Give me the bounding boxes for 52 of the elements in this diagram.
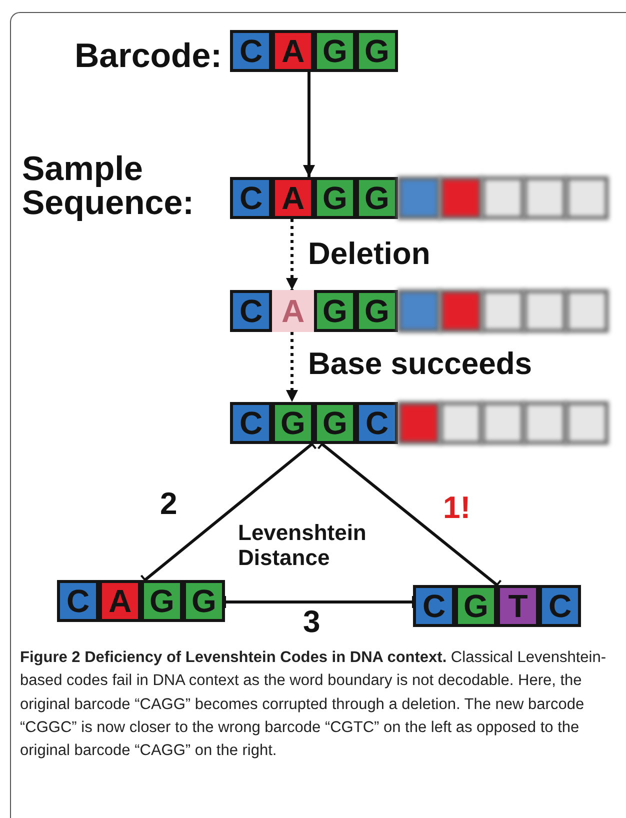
blurred-tile xyxy=(440,290,482,332)
base-tile: A xyxy=(272,30,314,72)
blurred-tile xyxy=(482,402,524,444)
base-tile: G xyxy=(272,402,314,444)
edge-label: Base succeeds xyxy=(308,348,532,379)
dotted-arrow xyxy=(286,219,298,290)
base-tile: G xyxy=(314,290,356,332)
base-tile: G xyxy=(314,30,356,72)
edge-label: 3 xyxy=(303,606,320,637)
blurred-tile xyxy=(398,177,440,219)
base-tile: C xyxy=(539,585,581,627)
base-tile: C xyxy=(230,177,272,219)
blurred-tile xyxy=(440,177,482,219)
base-tile: G xyxy=(356,290,398,332)
base-tile: G xyxy=(455,585,497,627)
base-tile: C xyxy=(230,402,272,444)
base-tile: C xyxy=(356,402,398,444)
base-tile: C xyxy=(230,30,272,72)
edge-label: 2 xyxy=(160,488,178,519)
blurred-tile xyxy=(398,290,440,332)
base-tile: G xyxy=(314,177,356,219)
blurred-tile xyxy=(482,177,524,219)
base-tile: G xyxy=(356,30,398,72)
base-tile: A xyxy=(99,580,141,622)
base-tile: C xyxy=(413,585,455,627)
base-tile: G xyxy=(356,177,398,219)
base-tile: T xyxy=(497,585,539,627)
edge-label: Deletion xyxy=(308,238,430,269)
blurred-tile xyxy=(524,177,566,219)
blurred-tile xyxy=(482,290,524,332)
dotted-arrow xyxy=(286,332,298,402)
blurred-tile xyxy=(398,402,440,444)
sequence-label: Sample Sequence: xyxy=(22,152,195,221)
figure-caption: Figure 2 Deficiency of Levenshtein Codes in DNA context. Classical Levenshtein-based codes fail in DNA context as the word boundary is not decodable. Here, the original barcode “CAGG” becomes corrupted through a deletion. The new barcode “CGGC” is now closer to the wrong barcode “CGTC” on the left as opposed to the original barcode “CAGG” on the right. xyxy=(20,648,608,761)
faded-base-tile: A xyxy=(272,290,314,332)
base-tile: G xyxy=(141,580,183,622)
arrow xyxy=(303,72,315,177)
base-tile: G xyxy=(183,580,225,622)
base-tile: G xyxy=(314,402,356,444)
distance-line xyxy=(224,595,414,609)
base-tile: A xyxy=(272,177,314,219)
base-tile: C xyxy=(57,580,99,622)
edge-label: 1! xyxy=(443,492,471,523)
blurred-tile xyxy=(440,402,482,444)
blurred-tile xyxy=(566,177,608,219)
blurred-tile xyxy=(524,402,566,444)
blurred-tile xyxy=(524,290,566,332)
base-tile: C xyxy=(230,290,272,332)
sequence-label: Barcode: xyxy=(74,39,222,74)
blurred-tile xyxy=(566,290,608,332)
distance-label: Levenshtein Distance xyxy=(238,520,368,571)
blurred-tile xyxy=(566,402,608,444)
